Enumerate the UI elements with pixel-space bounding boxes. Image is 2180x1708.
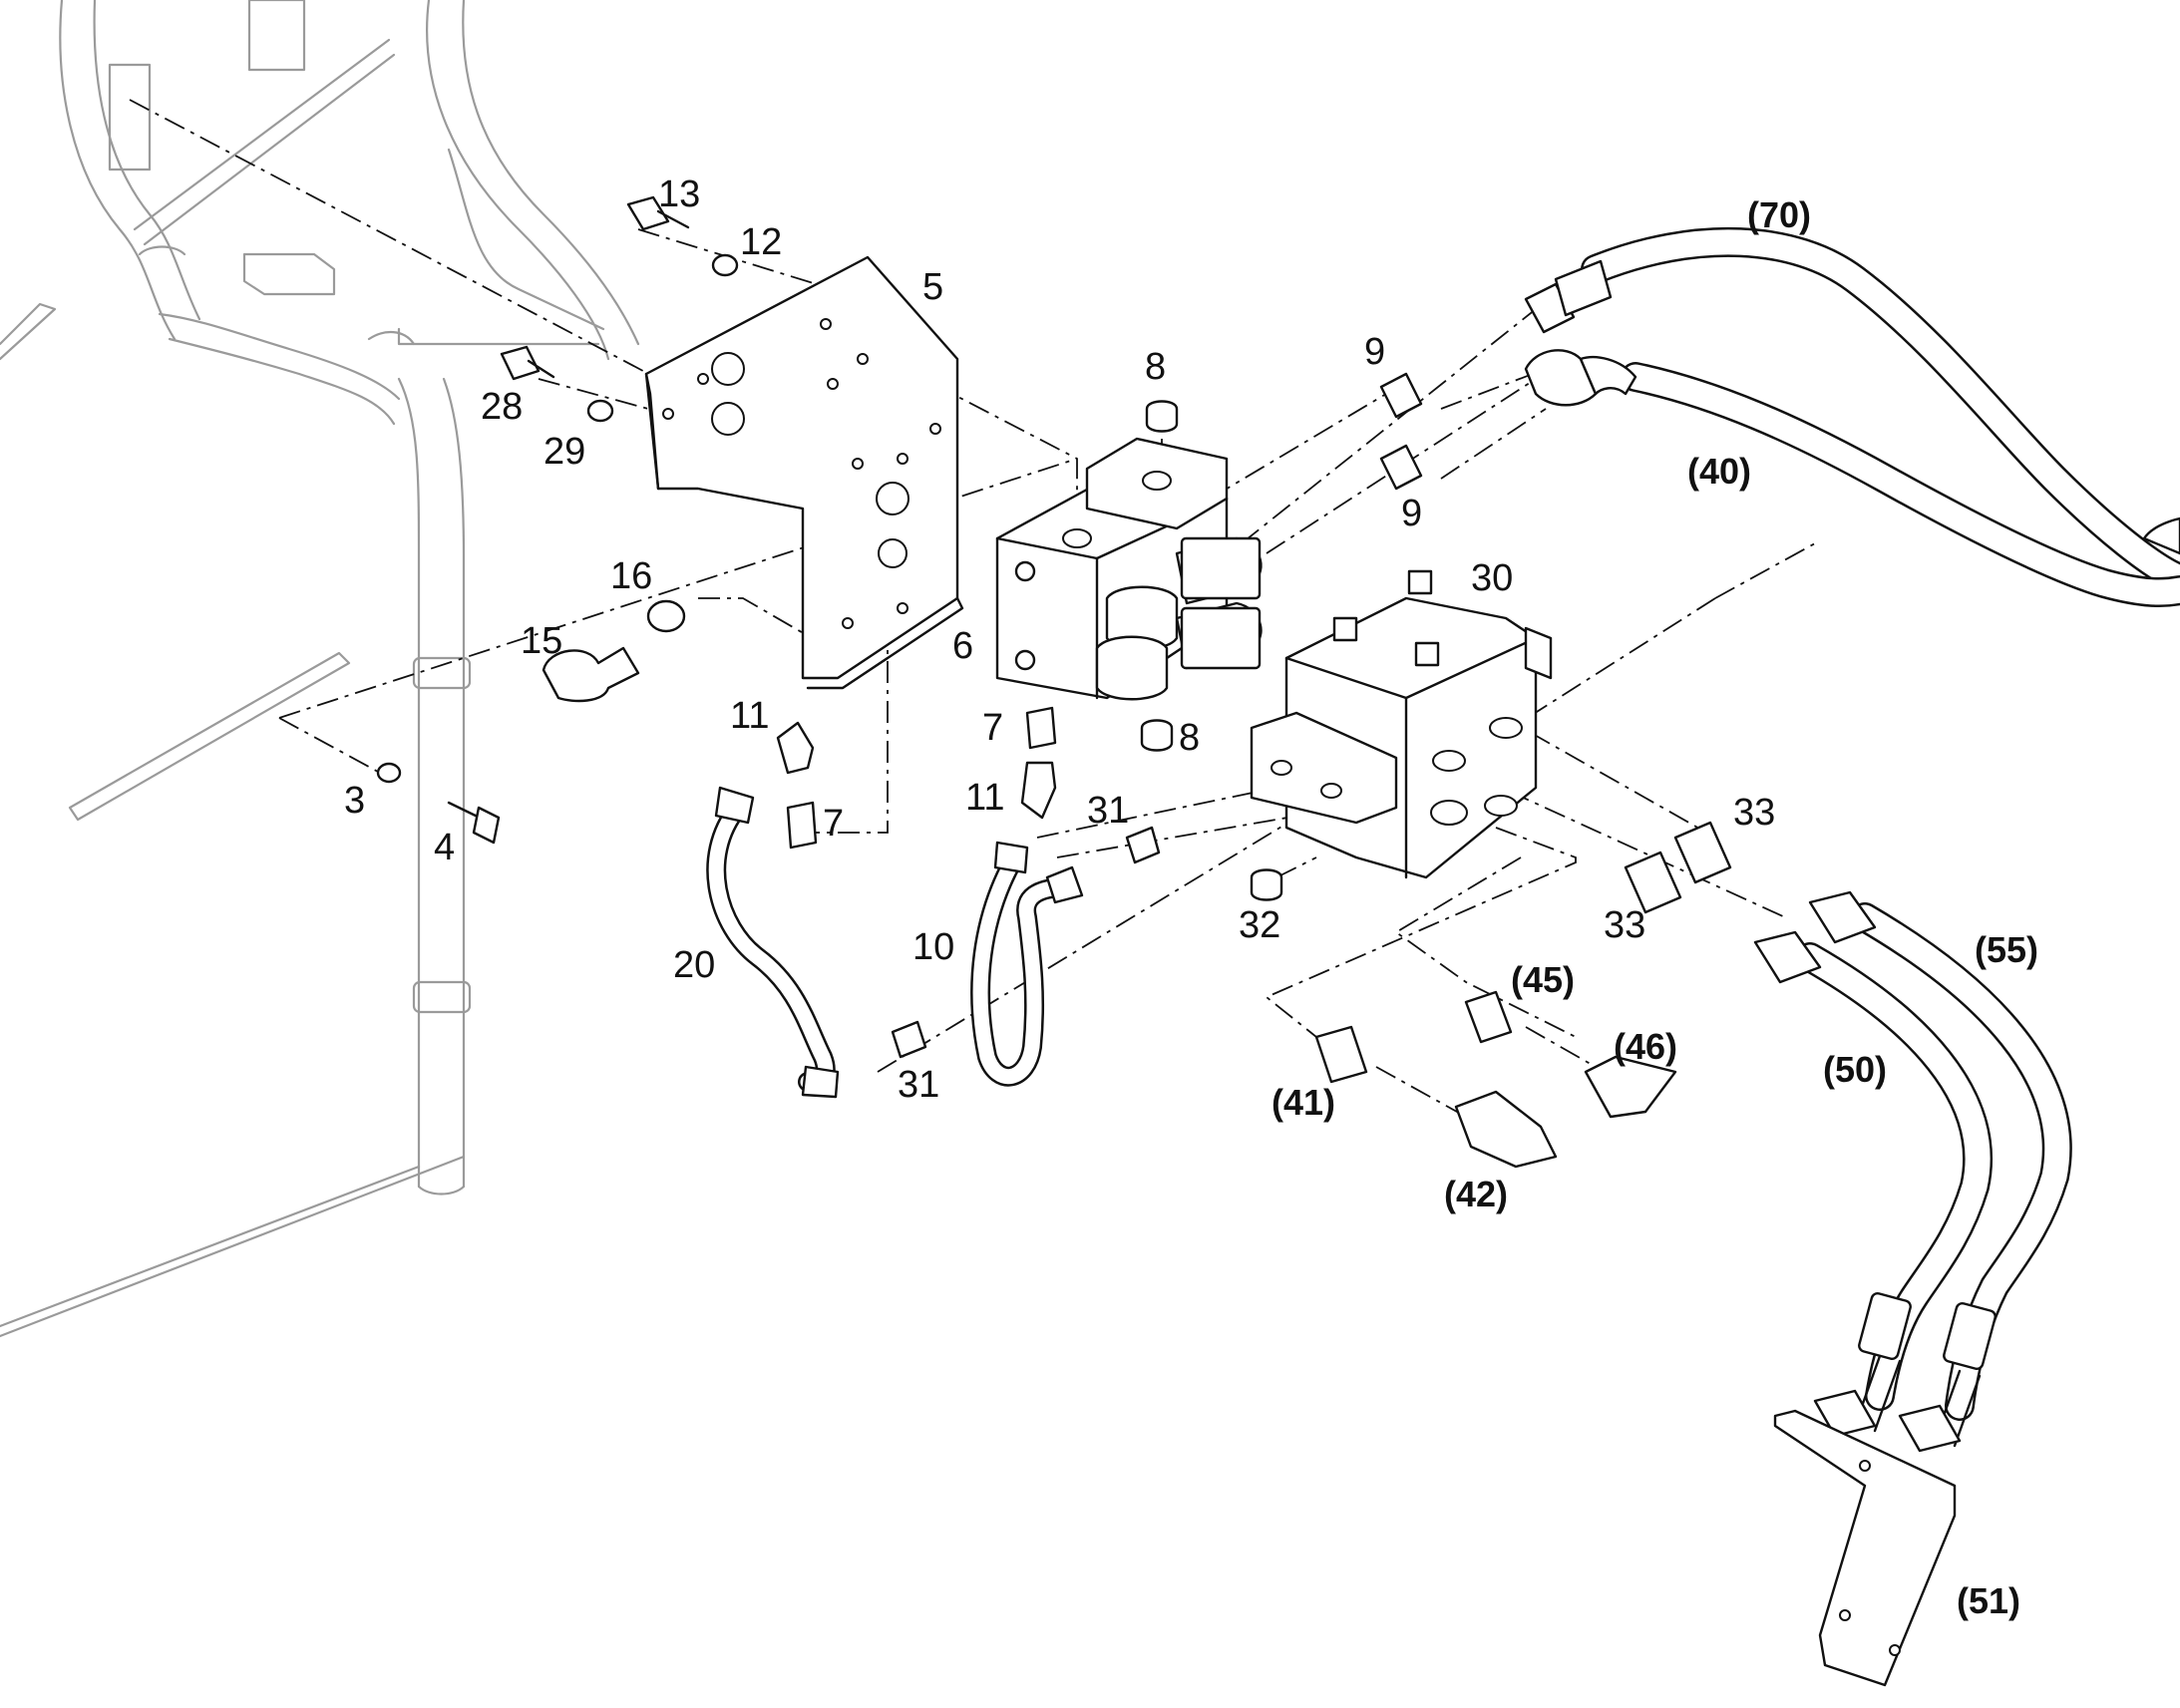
callout-12: 12 — [740, 221, 782, 263]
callout-31-lower: 31 — [898, 1064, 939, 1106]
callout-5: 5 — [922, 266, 943, 308]
callout-7-lower: 7 — [823, 803, 844, 845]
bracket-51 — [1773, 1409, 1957, 1687]
callout-20: 20 — [673, 944, 715, 986]
callout-33-lower: 33 — [1604, 904, 1645, 946]
callout-29: 29 — [544, 431, 585, 473]
ref-70: (70) — [1747, 194, 1811, 235]
ghost-frame — [0, 0, 640, 1338]
hose-40 — [1524, 349, 2180, 607]
callout-9-bottom: 9 — [1401, 493, 1422, 534]
callout-13: 13 — [658, 173, 700, 215]
callout-15: 15 — [521, 620, 562, 662]
hoses-50-55 — [1753, 890, 2072, 1453]
callout-3: 3 — [344, 780, 365, 822]
callout-30: 30 — [1471, 557, 1513, 599]
ref-50: (50) — [1823, 1049, 1887, 1090]
callout-28: 28 — [481, 386, 523, 428]
callout-9-top: 9 — [1364, 331, 1385, 373]
callout-4: 4 — [434, 827, 455, 868]
ref-45: (45) — [1511, 959, 1575, 1000]
callout-31-upper: 31 — [1087, 790, 1129, 832]
callout-16: 16 — [610, 555, 652, 597]
callouts: 13 12 5 28 29 8 9 9 16 15 6 30 11 7 8 7 … — [344, 173, 1775, 1106]
ref-41: (41) — [1272, 1082, 1335, 1123]
ref-46: (46) — [1614, 1026, 1677, 1067]
hose-20 — [706, 786, 840, 1099]
ref-40: (40) — [1687, 451, 1751, 492]
fittings — [376, 195, 1732, 1169]
hose-10 — [970, 841, 1084, 1087]
valve-block-6 — [995, 437, 1263, 701]
callout-11-right: 11 — [965, 777, 1004, 819]
callout-8-bottom: 8 — [1179, 717, 1200, 759]
callout-6: 6 — [952, 625, 973, 667]
callout-7-upper: 7 — [982, 707, 1003, 749]
callout-11-left: 11 — [730, 695, 769, 737]
ref-51: (51) — [1957, 1580, 2020, 1621]
valve-block-30 — [1250, 569, 1553, 879]
hose-70 — [1524, 226, 2180, 593]
callout-32: 32 — [1239, 904, 1280, 946]
bracket-plate-5 — [644, 255, 964, 690]
reference-labels: (70) (40) (55) (45) (46) (50) (41) (42) … — [1272, 194, 2038, 1621]
ref-55: (55) — [1975, 929, 2038, 970]
callout-33-upper: 33 — [1733, 792, 1775, 834]
callout-8-top: 8 — [1145, 346, 1166, 388]
ref-42: (42) — [1444, 1174, 1508, 1214]
callout-10: 10 — [912, 926, 954, 968]
